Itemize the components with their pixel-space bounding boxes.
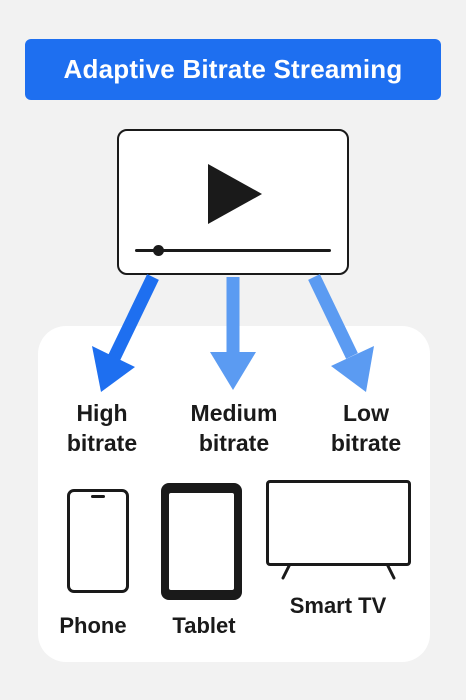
play-icon xyxy=(208,164,262,224)
label-low-line2: bitrate xyxy=(330,430,402,456)
label-medium-line2: bitrate xyxy=(198,430,270,456)
label-high-line2: bitrate xyxy=(66,430,138,456)
progress-track xyxy=(135,249,331,252)
tv-stand xyxy=(281,564,396,580)
tv-icon xyxy=(266,480,411,566)
device-label-smart-tv: Smart TV xyxy=(289,593,387,618)
progress-handle xyxy=(153,245,165,256)
label-high-line1: High xyxy=(76,400,128,426)
label-high-bitrate: High bitrate xyxy=(37,398,167,458)
tablet-screen xyxy=(169,493,234,590)
tablet-icon xyxy=(161,483,242,600)
label-medium-bitrate: Medium bitrate xyxy=(169,398,299,458)
label-low-line1: Low xyxy=(343,400,389,426)
diagram-title: Adaptive Bitrate Streaming xyxy=(63,54,403,84)
title-banner: Adaptive Bitrate Streaming xyxy=(25,39,441,100)
label-low-bitrate: Low bitrate xyxy=(301,398,431,458)
phone-icon xyxy=(67,489,129,593)
video-player xyxy=(117,129,349,275)
label-medium-line1: Medium xyxy=(190,400,278,426)
device-label-tablet: Tablet xyxy=(172,613,236,638)
device-label-phone: Phone xyxy=(59,613,127,638)
phone-speaker xyxy=(91,495,105,498)
